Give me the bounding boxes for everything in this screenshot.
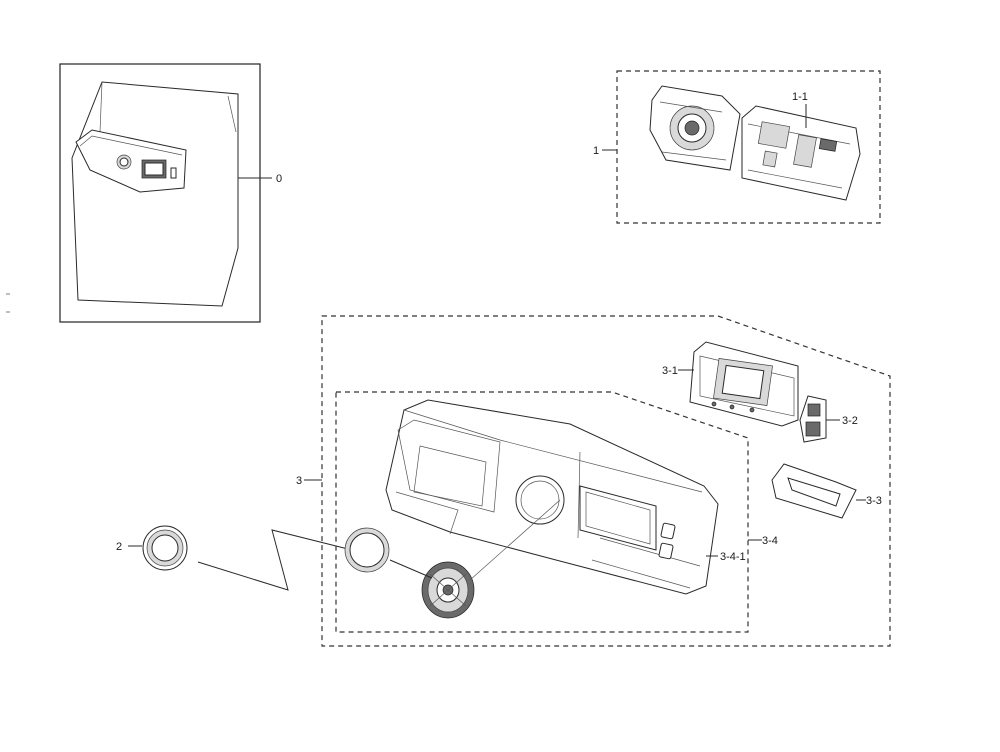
callout-3-4-1: 3-4-1	[720, 551, 746, 563]
callout-3-1: 3-1	[662, 365, 678, 377]
callout-2: 2	[116, 541, 122, 553]
part-3-3-gasket: 3-3	[771, 463, 882, 519]
callout-1-1: 1-1	[792, 91, 808, 103]
group-3-dashed-boundary	[321, 315, 891, 647]
knob	[421, 561, 475, 619]
callout-3-3: 3-3	[866, 495, 882, 507]
part-0-appliance-view: 0	[59, 63, 282, 323]
callout-0: 0	[276, 173, 282, 185]
margin-tick	[6, 293, 10, 313]
part-3-4-panel-subgroup: 3-4 3-4-1	[335, 391, 778, 633]
group-3-4-dashed-boundary	[335, 391, 749, 633]
callout-1: 1	[593, 145, 599, 157]
part-1-pcb-group: 1 1-1	[593, 70, 881, 224]
part-3-1-display-module: 3-1	[662, 341, 799, 427]
part-3-panel-group: 3 3-1 3-2 3-3	[296, 315, 891, 647]
callout-3-4: 3-4	[762, 535, 778, 547]
callout-3: 3	[296, 475, 302, 487]
part-2-ring: 2	[116, 525, 353, 591]
callout-3-2: 3-2	[842, 415, 858, 427]
part-3-2-switch: 3-2	[799, 395, 858, 443]
